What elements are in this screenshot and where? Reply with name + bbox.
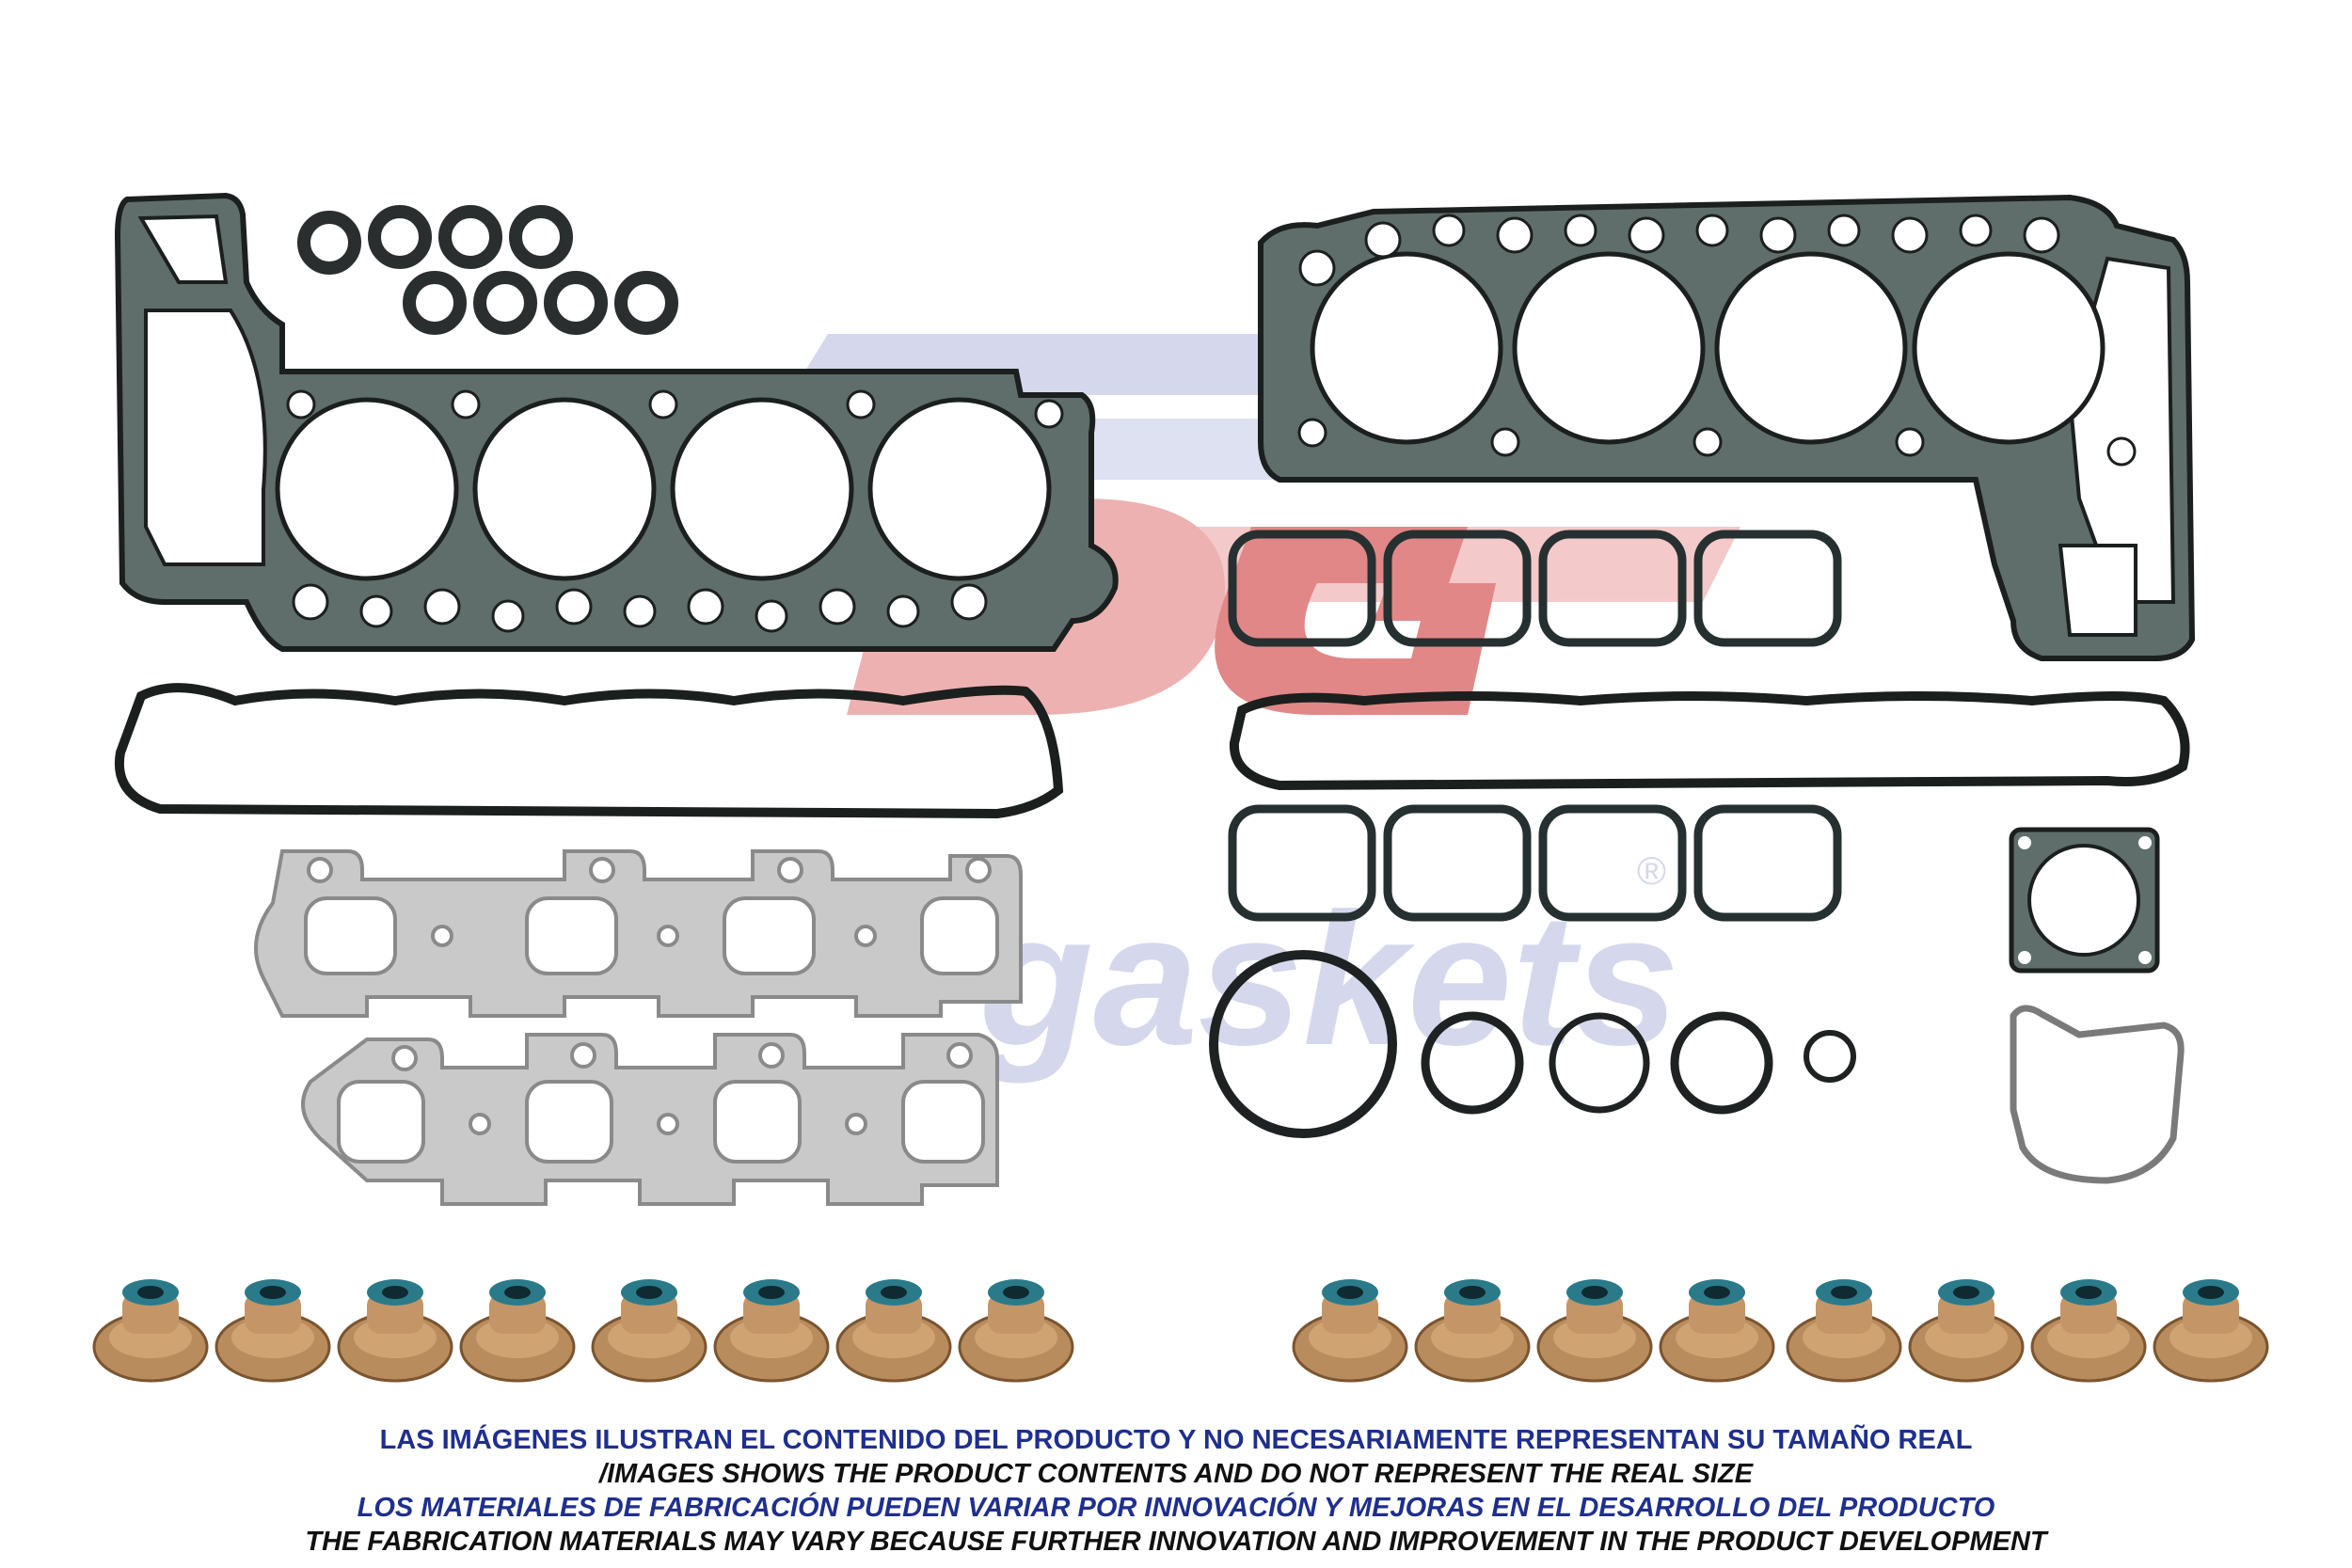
large-o-ring	[1209, 950, 1397, 1138]
head-gasket-left	[114, 192, 1119, 652]
disclaimer-es-size: LAS IMÁGENES ILUSTRAN EL CONTENIDO DEL P…	[379, 1425, 1973, 1455]
valve-stem-seals-right	[1292, 1277, 2269, 1383]
exhaust-manifold-gasket-upper	[254, 849, 1023, 1018]
throttle-body-gasket	[2009, 827, 2160, 974]
thermostat-housing-seal	[2010, 1005, 2185, 1184]
head-gasket-right	[1258, 194, 2196, 661]
valve-stem-seals-left	[92, 1277, 1074, 1383]
o-ring-3	[1670, 1011, 1773, 1115]
round-seals	[1209, 950, 1856, 1138]
disclaimer-es-materials: LOS MATERIALES DE FABRICACIÓN PUEDEN VAR…	[357, 1493, 1995, 1523]
small-o-rings	[297, 205, 678, 335]
exhaust-manifold-gasket-lower	[301, 1033, 999, 1206]
disclaimer-en-materials: THE FABRICATION MATERIALS MAY VARY BECAU…	[305, 1527, 2047, 1557]
o-ring-small	[1804, 1030, 1856, 1083]
registered-mark: ®	[1637, 848, 1666, 893]
intake-manifold-seals-lower	[1228, 804, 1842, 922]
o-ring-1	[1421, 1011, 1524, 1115]
disclaimer-en-size: /IMAGES SHOWS THE PRODUCT CONTENTS AND D…	[598, 1459, 1754, 1489]
intake-manifold-seals-upper	[1228, 530, 1842, 647]
valve-cover-gasket-right	[1229, 691, 2190, 791]
o-ring-2	[1549, 1012, 1650, 1114]
valve-cover-gasket-left	[114, 683, 1064, 819]
watermark-wordmark: gaskets	[977, 875, 1679, 1085]
